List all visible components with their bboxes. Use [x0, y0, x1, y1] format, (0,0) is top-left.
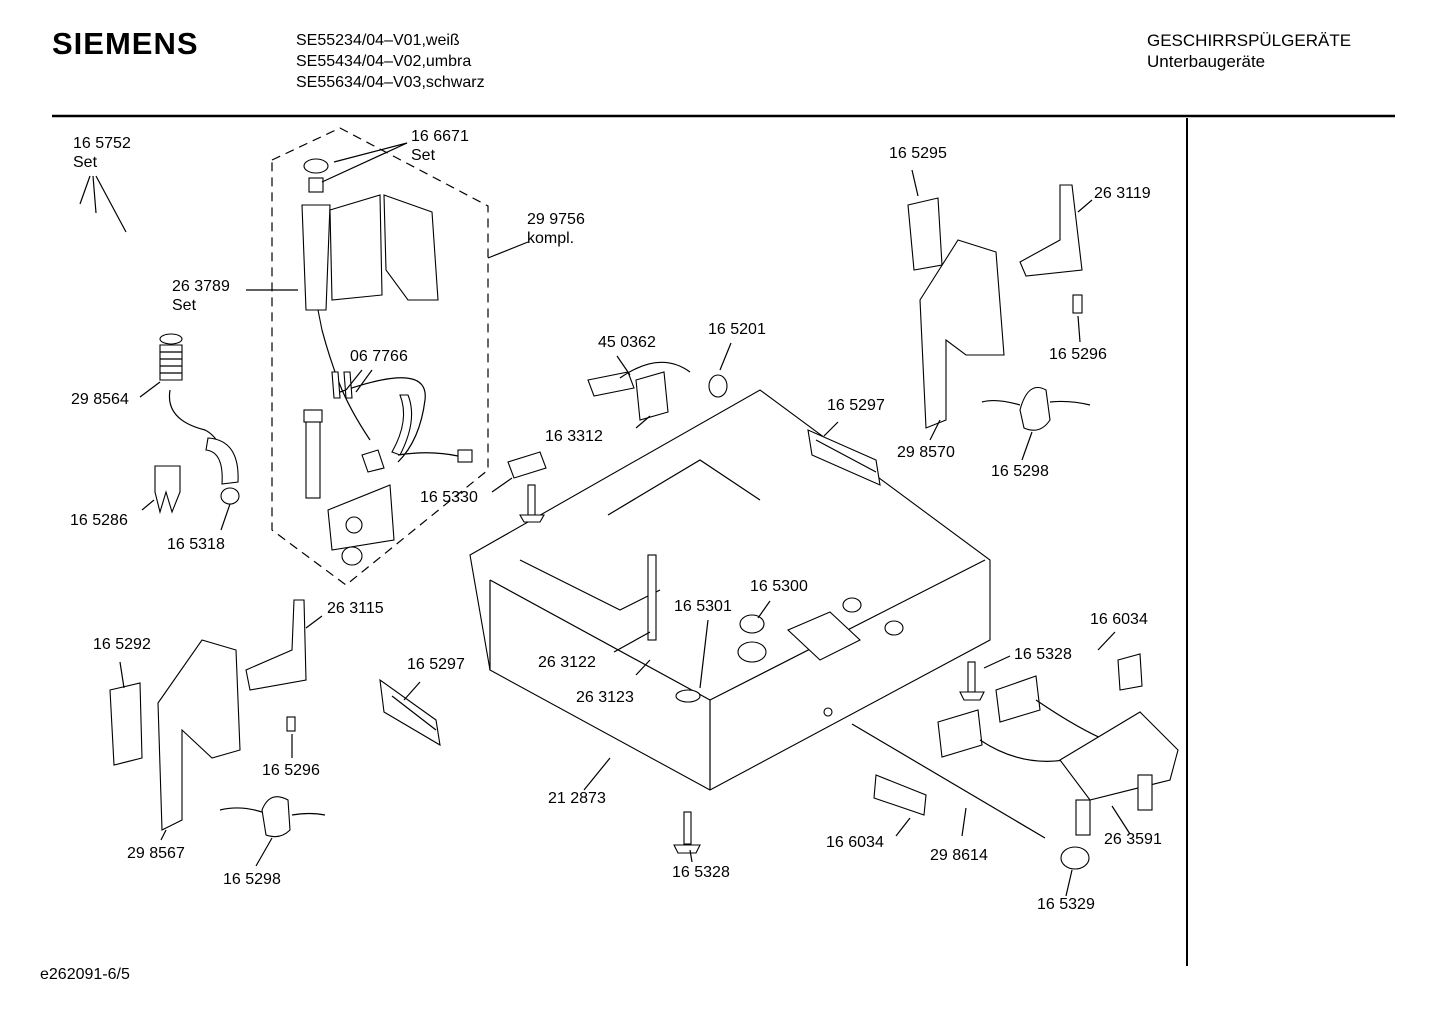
- part-label: 26 3591: [1104, 831, 1162, 848]
- part-label: 16 5298: [991, 463, 1049, 480]
- part-label: 29 8614: [930, 847, 988, 864]
- model-line: SE55434/04–V02,umbra: [296, 53, 472, 70]
- part-label: 16 6034: [1090, 611, 1148, 628]
- part-label: 16 5292: [93, 636, 151, 653]
- part-label: 16 5300: [750, 578, 808, 595]
- right-bracket-group: [907, 184, 1091, 431]
- hose-parts: [154, 333, 240, 515]
- left-bracket-group: [109, 599, 441, 838]
- pump-assembly: [301, 158, 473, 566]
- part-label: 16 5297: [827, 397, 885, 414]
- part-label: 16 5330: [420, 489, 478, 506]
- brand-logo: SIEMENS: [52, 26, 199, 61]
- category-block: GESCHIRRSPÜLGERÄTE Unterbaugeräte: [1147, 30, 1351, 72]
- part-label: 16 5328: [672, 864, 730, 881]
- category-title: GESCHIRRSPÜLGERÄTE: [1147, 31, 1352, 50]
- part-label: 29 8567: [127, 845, 185, 862]
- right-lower-group: [851, 653, 1179, 870]
- part-label: 16 5286: [70, 512, 128, 529]
- part-label: 16 3312: [545, 428, 603, 445]
- part-label: 16 5328: [1014, 646, 1072, 663]
- part-label: 26 3122: [538, 654, 596, 671]
- part-label: 16 5318: [167, 536, 225, 553]
- leader-lines: [79, 142, 1131, 897]
- model-line: SE55234/04–V01,weiß: [296, 32, 460, 49]
- assembly-boundary: [271, 127, 489, 586]
- part-label: 16 5297: [407, 656, 465, 673]
- part-label: 16 5298: [223, 871, 281, 888]
- part-label: 16 5329: [1037, 896, 1095, 913]
- part-label: 45 0362: [598, 334, 656, 351]
- part-label: 16 5201: [708, 321, 766, 338]
- part-label: 16 5296: [262, 762, 320, 779]
- part-label: 26 3123: [576, 689, 634, 706]
- category-subtitle: Unterbaugeräte: [1147, 52, 1266, 71]
- part-label: 16 5295: [889, 145, 947, 162]
- part-label: 29 8570: [897, 444, 955, 461]
- part-label: 16 5301: [674, 598, 732, 615]
- part-label: 16 5296: [1049, 346, 1107, 363]
- part-label: 06 7766: [350, 348, 408, 365]
- base-tub: [469, 389, 991, 791]
- part-label: 29 8564: [71, 391, 129, 408]
- part-label: 16 6034: [826, 834, 884, 851]
- part-label: 21 2873: [548, 790, 606, 807]
- model-line: SE55634/04–V03,schwarz: [296, 74, 485, 91]
- small-parts: [507, 361, 985, 854]
- document-id: e262091-6/5: [40, 966, 130, 983]
- part-label: 26 3119: [1094, 185, 1151, 202]
- model-list: SE55234/04–V01,weiß SE55434/04–V02,umbra…: [296, 30, 485, 93]
- part-label: 26 3115: [327, 600, 384, 617]
